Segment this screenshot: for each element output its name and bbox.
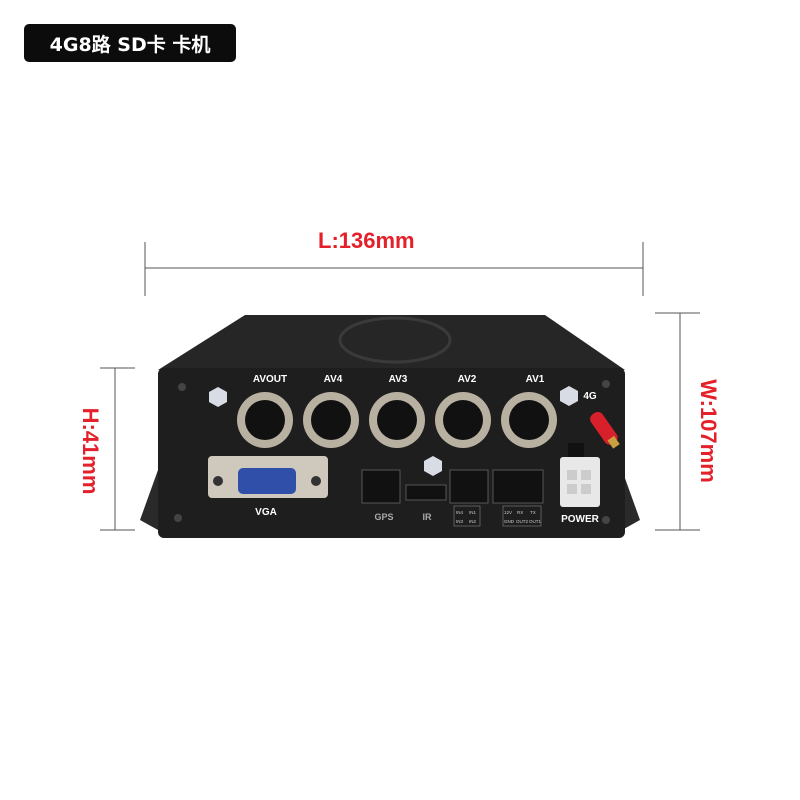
- aviation-connectors: [237, 392, 557, 448]
- port-label-av1: AV1: [526, 374, 545, 385]
- antenna-icon: [590, 411, 620, 449]
- serial-label: OUT2: [516, 519, 528, 524]
- gps-label: GPS: [374, 512, 393, 522]
- serial-label: OUT1: [529, 519, 541, 524]
- serial-label: RX: [517, 510, 523, 515]
- io-labels: [453, 505, 542, 527]
- length-dimension-line: [144, 242, 644, 296]
- port-label-av3: AV3: [389, 374, 408, 385]
- title-badge: 4G8路 SD卡 卡机: [24, 24, 236, 62]
- power-label: POWER: [561, 514, 600, 525]
- port-label-av4: AV4: [324, 374, 343, 385]
- io-label: IN4: [456, 510, 464, 515]
- serial-label: 12V: [504, 510, 512, 515]
- height-dimension-line: [100, 367, 135, 531]
- port-label-avout: AVOUT: [253, 374, 287, 385]
- io-label: IN2: [469, 519, 477, 524]
- length-label: L:136mm: [318, 228, 415, 253]
- serial-label: GND: [504, 519, 515, 524]
- mounting-flange-right: [622, 470, 640, 530]
- power-port: [560, 457, 600, 507]
- device-top: [158, 315, 625, 370]
- io-port: [449, 469, 489, 504]
- io-label: IN3: [456, 519, 464, 524]
- antenna-label: 4G: [583, 391, 597, 402]
- ir-port: [405, 484, 447, 501]
- width-dimension-line: [655, 312, 700, 531]
- mounting-flange-left: [140, 470, 158, 530]
- ir-label: IR: [423, 512, 433, 522]
- serial-label: TX: [530, 510, 536, 515]
- vga-label: VGA: [255, 507, 277, 518]
- io-label: IN1: [469, 510, 477, 515]
- serial-port: [492, 469, 544, 504]
- gps-port: [361, 469, 401, 504]
- port-label-av2: AV2: [458, 374, 477, 385]
